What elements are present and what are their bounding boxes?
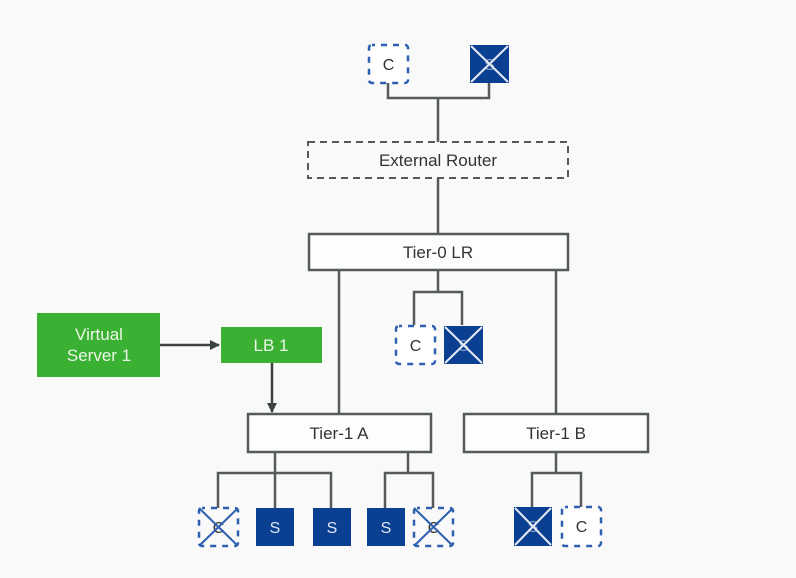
c-label: C xyxy=(428,520,440,537)
s-label: S xyxy=(484,57,495,74)
tier0-label: Tier-0 LR xyxy=(403,243,473,262)
tier1b-label: Tier-1 B xyxy=(526,424,586,443)
tier0-s-disabled-icon[interactable]: S xyxy=(444,326,483,364)
s-box xyxy=(256,508,294,546)
tier1a-c-disabled-icon-left[interactable]: C xyxy=(197,506,240,548)
c-dashed-frame xyxy=(560,505,603,548)
connector-tier0-mid-group xyxy=(412,270,464,325)
top-s-disabled-icon[interactable]: S xyxy=(470,45,509,83)
tier1a-s-icon-1[interactable]: S xyxy=(256,508,294,546)
tier1a-s-icon-2[interactable]: S xyxy=(313,508,351,546)
s-label: S xyxy=(270,520,281,537)
cross-icon xyxy=(444,326,483,364)
connector-tier1a-right-group xyxy=(383,452,435,508)
s-label: S xyxy=(381,520,392,537)
c-dashed-frame xyxy=(394,324,437,366)
external-router-box[interactable] xyxy=(307,141,569,179)
connector-tier1a-left-group xyxy=(216,452,333,508)
lb1-label: LB 1 xyxy=(254,336,289,355)
s-box xyxy=(313,508,351,546)
tier0-node[interactable]: Tier-0 LR xyxy=(307,232,570,272)
c-dashed-frame xyxy=(367,43,410,85)
cross-icon xyxy=(414,508,453,546)
virtual-server-box[interactable] xyxy=(37,313,160,377)
c-label: C xyxy=(576,519,588,536)
c-label: C xyxy=(383,57,395,74)
c-label: C xyxy=(213,520,225,537)
connector-top-c xyxy=(386,83,491,100)
tier1b-node[interactable]: Tier-1 B xyxy=(462,412,650,454)
external-router-label: External Router xyxy=(379,151,497,170)
c-label: C xyxy=(410,338,422,355)
virtual-server-label-line1: Virtual xyxy=(75,325,123,344)
connectors xyxy=(216,83,583,508)
tier1a-c-disabled-icon-right[interactable]: C xyxy=(412,506,455,548)
virtual-server-label-line2: Server 1 xyxy=(67,346,131,365)
cross-icon xyxy=(514,507,552,546)
top-c-dashed-icon[interactable]: C xyxy=(367,43,410,85)
external-router-node[interactable]: External Router xyxy=(307,141,569,179)
tier1a-box[interactable] xyxy=(246,412,433,454)
tier1a-s-icon-3[interactable]: S xyxy=(367,508,405,546)
connector-tier1b-group xyxy=(530,452,583,508)
s-label: S xyxy=(458,338,469,355)
tier0-box[interactable] xyxy=(307,232,570,272)
tier1a-label: Tier-1 A xyxy=(310,424,370,443)
lb1-node[interactable]: LB 1 xyxy=(221,327,322,363)
lb1-box[interactable] xyxy=(221,327,322,363)
cross-icon xyxy=(470,45,509,83)
tier1b-box[interactable] xyxy=(462,412,650,454)
tier1a-node[interactable]: Tier-1 A xyxy=(246,412,433,454)
s-label: S xyxy=(327,520,338,537)
tier0-c-dashed-icon[interactable]: C xyxy=(394,324,437,366)
cross-icon xyxy=(199,508,238,546)
arrows xyxy=(160,340,277,413)
virtual-server-node[interactable]: Virtual Server 1 xyxy=(37,313,160,377)
tier1b-s-disabled-icon[interactable]: S xyxy=(514,507,552,546)
s-box xyxy=(367,508,405,546)
tier1b-c-dashed-icon[interactable]: C xyxy=(560,505,603,548)
